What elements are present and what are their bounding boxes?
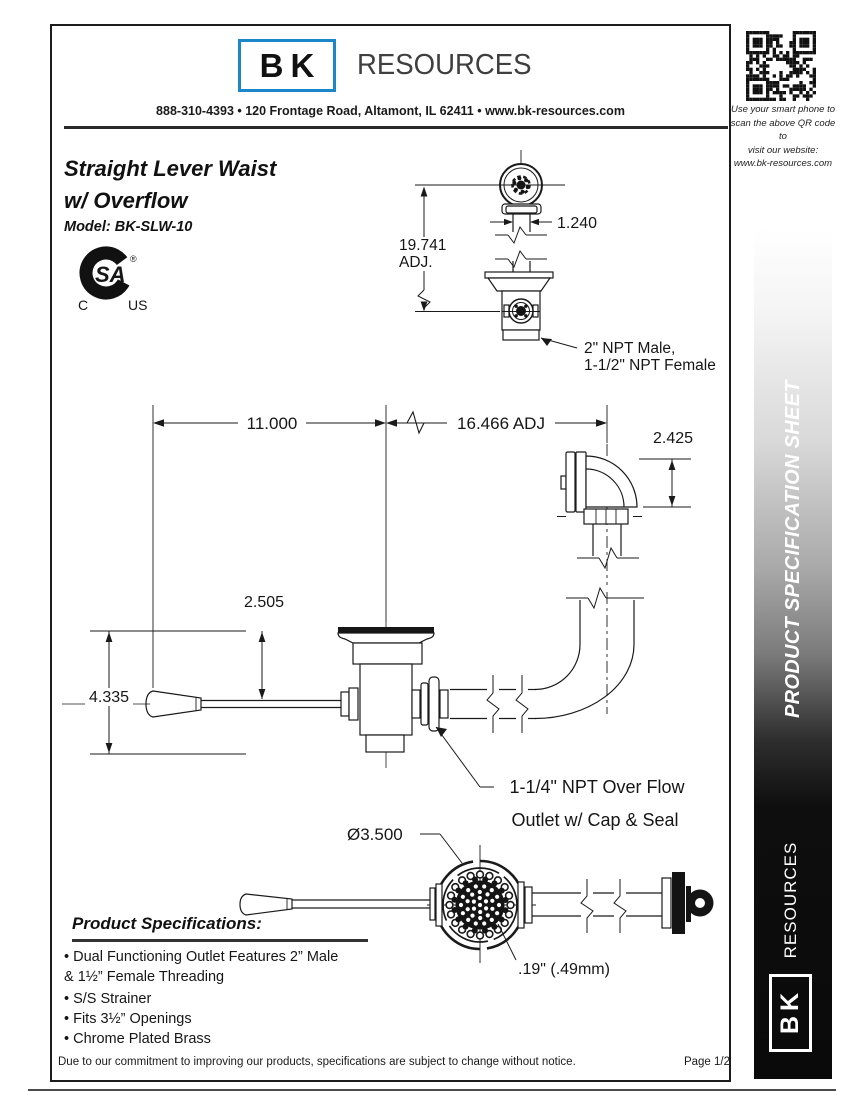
spec-item: & 1½” Female Threading bbox=[64, 969, 225, 985]
csa-c-text: C bbox=[78, 297, 88, 313]
dim-11-000: 11.000 bbox=[247, 414, 298, 433]
dim-diameter: Ø3.500 bbox=[347, 825, 403, 844]
bk-logo-text: BK bbox=[259, 46, 322, 84]
spec-item: • S/S Strainer bbox=[64, 991, 152, 1007]
footer-disclaimer: Due to our commitment to improving our p… bbox=[58, 1056, 576, 1068]
dim-2-505: 2.505 bbox=[244, 594, 284, 611]
qr-code-icon bbox=[746, 31, 816, 101]
csa-us-text: US bbox=[128, 297, 147, 313]
side-view-drawing: 11.000 16.466 ADJ 2.425 bbox=[62, 405, 693, 830]
contact-line: 888-310-4393 • 120 Frontage Road, Altamo… bbox=[156, 104, 625, 118]
sidebar-bk-logo: BK bbox=[769, 974, 812, 1052]
bk-logo: BK bbox=[238, 39, 336, 92]
dim-2-425: 2.425 bbox=[653, 430, 693, 447]
spec-item: • Chrome Plated Brass bbox=[64, 1031, 211, 1047]
qr-caption-line: visit our website: bbox=[747, 144, 819, 156]
spec-item: • Fits 3½” Openings bbox=[64, 1011, 192, 1027]
csa-registered-text: ® bbox=[130, 254, 137, 264]
page-bottom-rule bbox=[28, 1089, 836, 1091]
dim-16-466: 16.466 ADJ bbox=[457, 414, 545, 433]
dim-1-240: 1.240 bbox=[557, 215, 597, 232]
label-npt-male: 2" NPT Male, bbox=[584, 340, 675, 357]
specs-underline bbox=[72, 939, 368, 942]
specs-title: Product Specifications: bbox=[72, 914, 262, 933]
header-rule bbox=[64, 126, 728, 129]
qr-caption-line: www.bk-resources.com bbox=[733, 158, 833, 169]
product-title-line1: Straight Lever Waist bbox=[64, 156, 277, 181]
product-title-line2: w/ Overflow bbox=[64, 188, 188, 213]
sidebar-banner bbox=[754, 228, 832, 1079]
qr-caption-line: scan the above QR code to bbox=[730, 117, 836, 143]
dim-adj: ADJ. bbox=[399, 254, 433, 271]
label-npt-female: 1-1/2" NPT Female bbox=[584, 357, 716, 374]
brand-name: RESOURCES bbox=[357, 49, 532, 81]
qr-caption: Use your smart phone to scan the above Q… bbox=[728, 103, 838, 171]
qr-caption-line: Use your smart phone to bbox=[730, 104, 836, 115]
model-number: Model: BK-SLW-10 bbox=[64, 219, 193, 235]
csa-certification-icon: SA ® C US bbox=[78, 246, 147, 313]
sidebar-bk-logo-text: BK bbox=[776, 987, 805, 1034]
spec-item: • Dual Functioning Outlet Features 2” Ma… bbox=[64, 949, 339, 965]
top-view-drawing: 1.240 19.741 ADJ. 2" NPT Male, 1-1/2" NP… bbox=[397, 150, 716, 374]
dim-4-335: 4.335 bbox=[89, 689, 129, 706]
page-border-frame bbox=[50, 24, 731, 1082]
dim-19-741: 19.741 bbox=[399, 237, 446, 254]
sidebar-brand-name: RESOURCES bbox=[781, 841, 800, 959]
csa-sa-text: SA bbox=[95, 262, 126, 287]
label-overflow-line1: 1-1/4" NPT Over Flow bbox=[509, 777, 685, 797]
page-number: Page 1/2 bbox=[683, 1056, 730, 1068]
sidebar-vertical-title: PRODUCT SPECIFICATION SHEET bbox=[782, 380, 804, 718]
dim-hole-size: .19" (.49mm) bbox=[518, 961, 610, 978]
label-overflow-line2: Outlet w/ Cap & Seal bbox=[511, 810, 678, 830]
strainer-view-drawing: Ø3.500 .19" (.49mm) bbox=[239, 825, 714, 978]
